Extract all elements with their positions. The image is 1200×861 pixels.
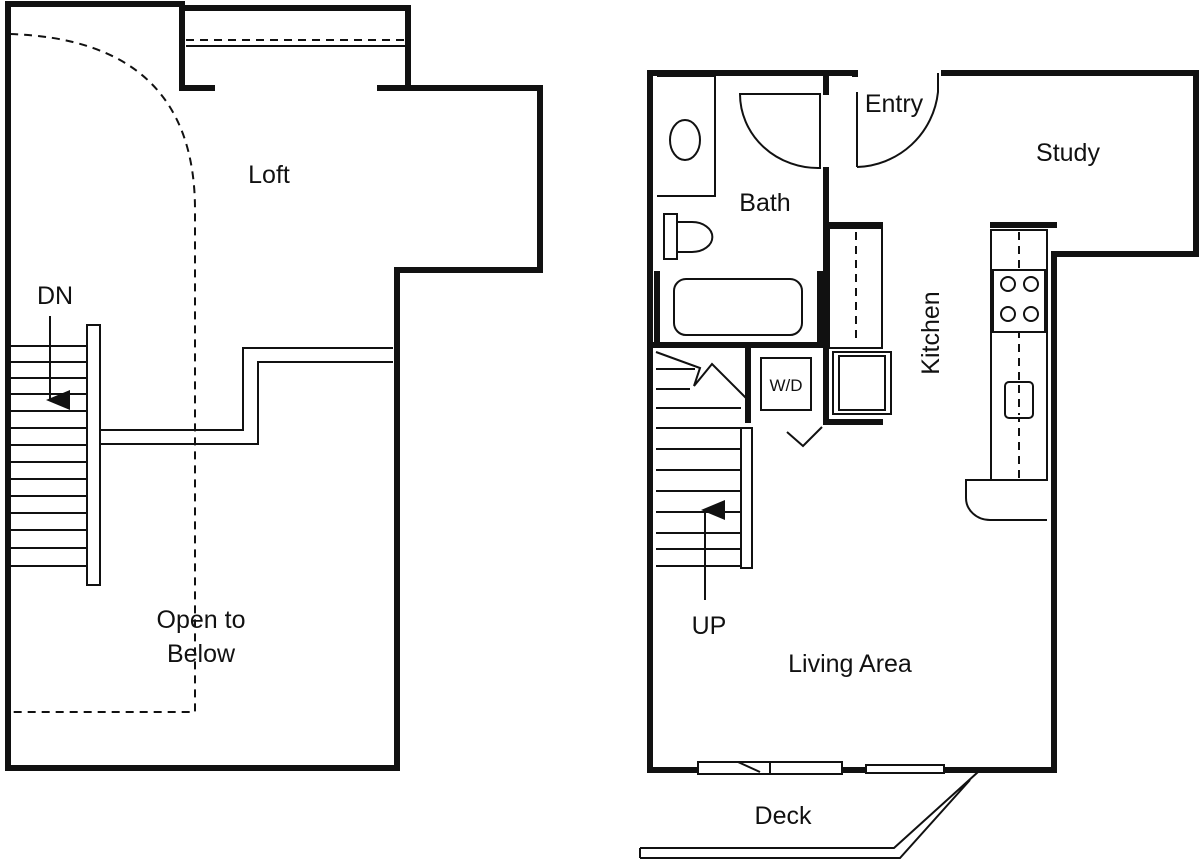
washer-dryer: W/D [760, 357, 812, 411]
deck-railing [640, 771, 979, 859]
wd-closet-door [786, 426, 823, 448]
main-stair [655, 351, 753, 600]
main-floor-plan: W/D [639, 70, 1199, 859]
bath-vanity [657, 75, 716, 197]
main-stair-stringer [740, 427, 753, 569]
stair-break-line [655, 351, 749, 401]
sliding-door [697, 761, 843, 775]
washer-dryer-label: W/D [769, 376, 802, 395]
bath-door [738, 93, 821, 170]
main-stair-treads [656, 368, 741, 567]
sink-icon [669, 119, 701, 161]
loft-stair [8, 316, 101, 586]
up-label: UP [692, 612, 727, 640]
toilet-icon [663, 213, 714, 260]
open-to-below-label-line1: Open to [157, 606, 246, 634]
upper-floor-plan: Loft DN Open to Below [5, 1, 543, 771]
down-label: DN [37, 282, 73, 310]
window [865, 764, 945, 774]
loft-label: Loft [248, 161, 290, 189]
entry-label: Entry [865, 90, 924, 118]
living-area-label: Living Area [788, 650, 912, 678]
bath-label: Bath [739, 189, 790, 217]
kitchen-fridge [832, 351, 892, 415]
loft-stair-treads [8, 345, 87, 567]
entry-door [856, 73, 939, 168]
deck-label: Deck [755, 802, 812, 830]
study-label: Study [1036, 139, 1100, 167]
loft-stair-stringer [86, 324, 101, 586]
bathtub-icon [673, 278, 803, 336]
main-exterior-wall [647, 70, 1199, 773]
open-to-below-label-line2: Below [167, 640, 236, 668]
kitchen-label: Kitchen [917, 291, 945, 374]
loft-exterior-wall [5, 1, 543, 771]
kitchen-bar [965, 479, 1047, 521]
kitchen-pantry [828, 227, 883, 349]
bath-interior-wall [647, 70, 883, 425]
loft-railing [100, 347, 393, 445]
kitchen-counter [965, 229, 1048, 521]
